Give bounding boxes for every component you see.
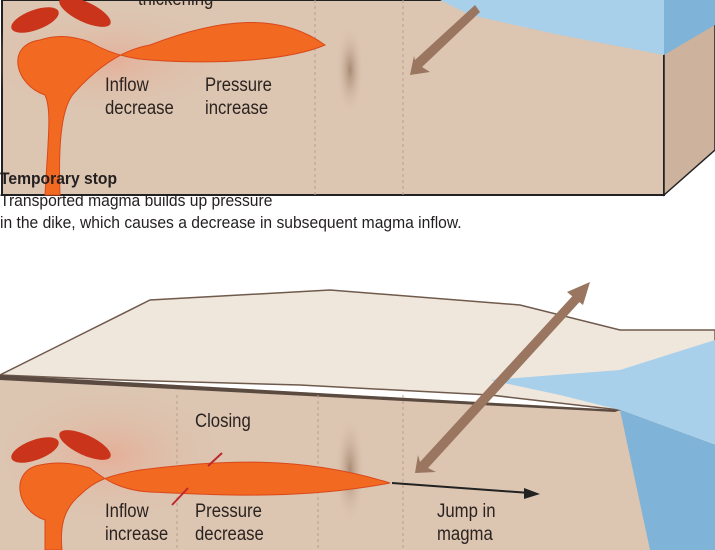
water-side bbox=[620, 410, 715, 550]
caption-line-1: Transported magma builds up pressure bbox=[0, 191, 273, 210]
top-block bbox=[0, 0, 715, 197]
caption: Temporary stop Transported magma builds … bbox=[0, 168, 462, 234]
water-surface bbox=[440, 0, 664, 55]
magma-dike-top bbox=[11, 0, 327, 196]
water-side bbox=[664, 0, 715, 55]
label-inflow-1: Inflow bbox=[105, 75, 149, 96]
caption-title: Temporary stop bbox=[0, 169, 118, 188]
jump-arrow bbox=[524, 488, 540, 499]
label-jump-2: magma bbox=[437, 524, 493, 545]
label-inflow-2: decrease bbox=[105, 98, 174, 119]
extension-arrow bbox=[415, 290, 585, 473]
land-surface bbox=[0, 289, 715, 446]
label-closing: Closing bbox=[195, 411, 251, 432]
label-jump-1: Jump in bbox=[437, 501, 496, 522]
label-pressure-1: Pressure bbox=[205, 75, 272, 96]
extension-arrow bbox=[410, 5, 480, 75]
label-pressure-1: Pressure bbox=[195, 501, 262, 522]
bottom-block bbox=[0, 282, 715, 550]
label-pressure-2: decrease bbox=[195, 524, 264, 545]
label-inflow-1: Inflow bbox=[105, 501, 149, 522]
caption-line-2: in the dike, which causes a decrease in … bbox=[0, 213, 462, 232]
label-pressure-2: increase bbox=[205, 98, 269, 119]
water-surface bbox=[490, 340, 715, 445]
label-thickening: thickening bbox=[138, 0, 213, 11]
label-inflow-2: increase bbox=[105, 524, 169, 545]
